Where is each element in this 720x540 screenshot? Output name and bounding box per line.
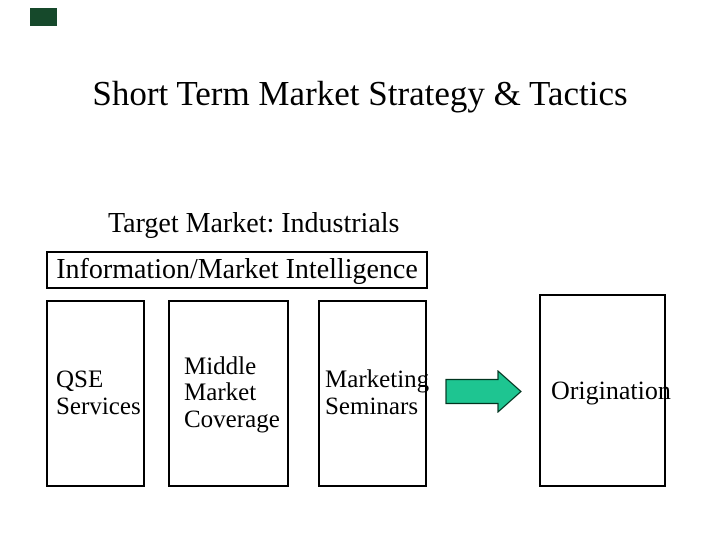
corner-mark — [30, 8, 57, 26]
right-arrow-icon — [445, 370, 522, 413]
slide-title: Short Term Market Strategy & Tactics — [92, 74, 628, 113]
box-middle-market-coverage: Middle Market Coverage — [168, 300, 289, 487]
info-banner-label: Information/Market Intelligence — [56, 254, 418, 285]
box-origination: Origination — [539, 294, 671, 487]
box-middle-market-coverage-label: Middle Market Coverage — [184, 352, 280, 433]
box-marketing-seminars: Marketing Seminars — [318, 300, 430, 487]
box-qse-services-label: QSE Services — [56, 366, 141, 420]
box-marketing-seminars-label: Marketing Seminars — [325, 366, 430, 420]
box-qse-services: QSE Services — [46, 300, 145, 487]
target-market-subtitle: Target Market: Industrials — [108, 208, 400, 239]
info-banner-box: Information/Market Intelligence — [46, 251, 428, 289]
box-origination-label: Origination — [551, 375, 671, 405]
